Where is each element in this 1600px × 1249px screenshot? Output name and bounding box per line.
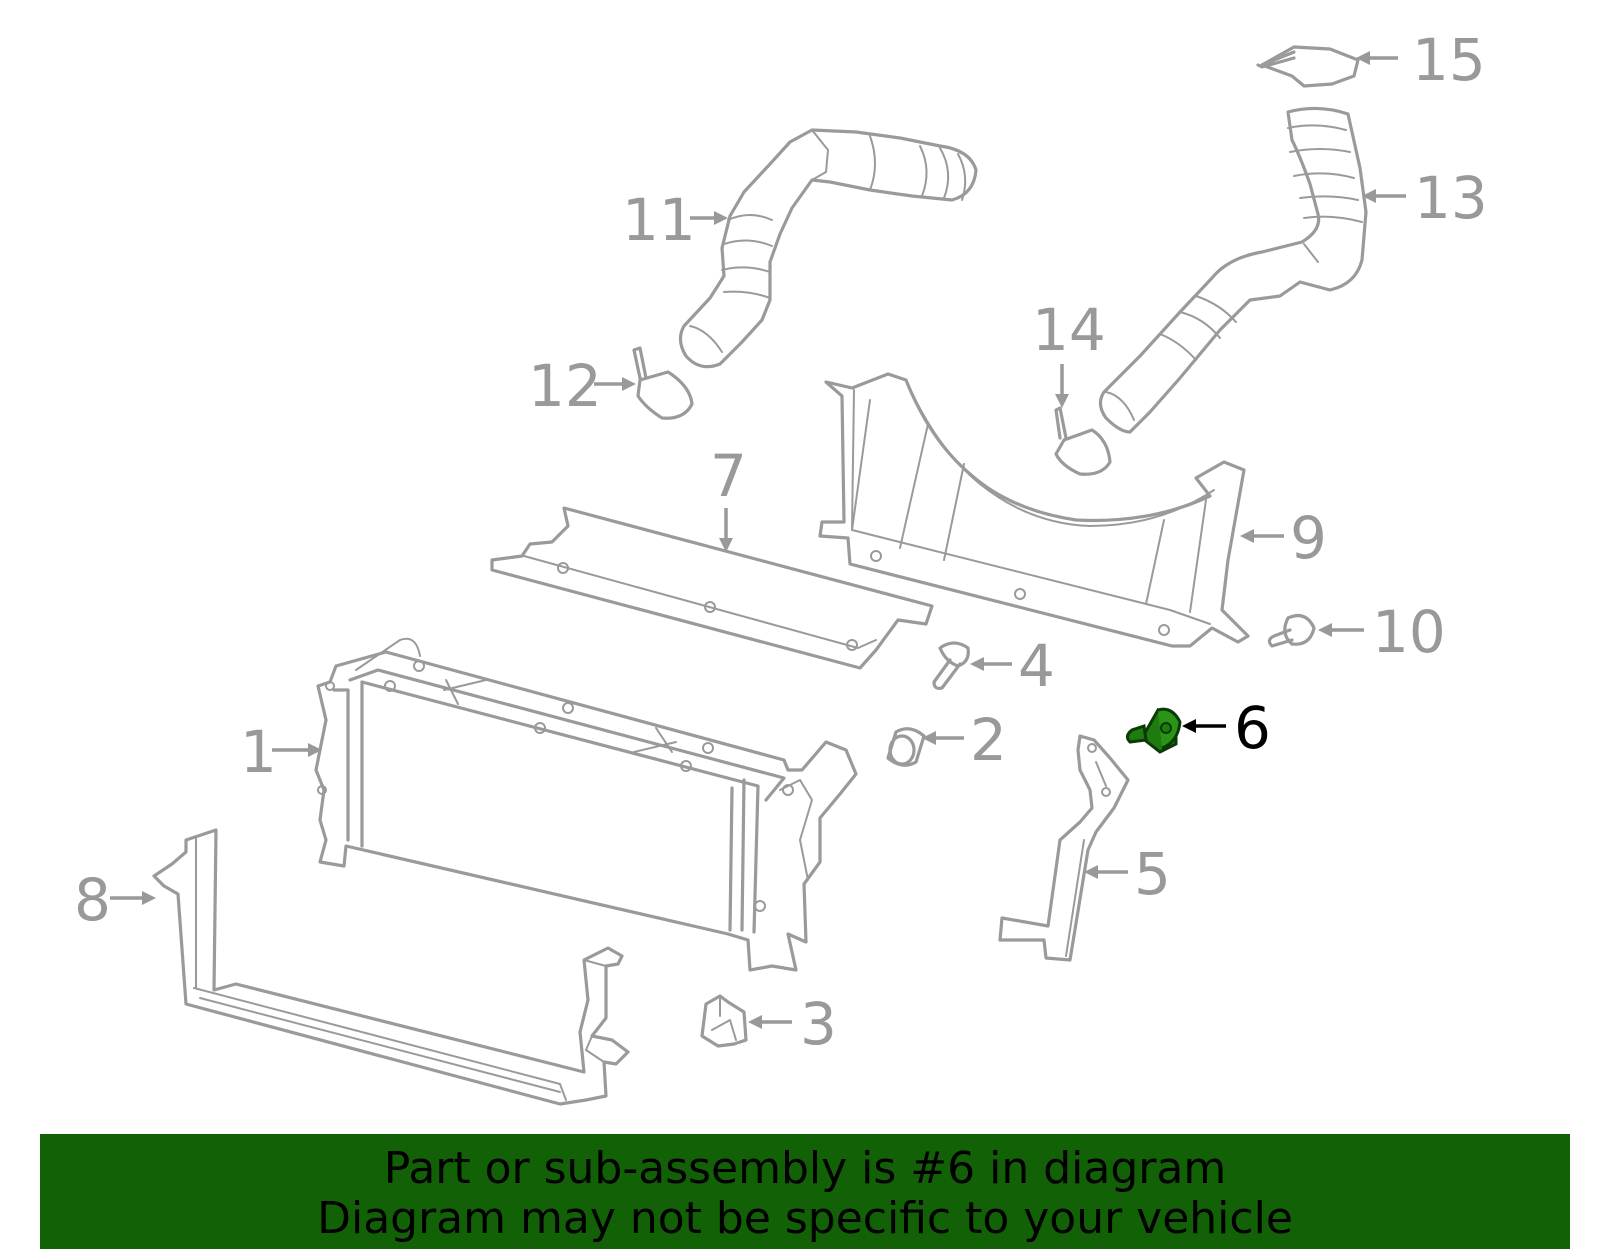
part-15-cap xyxy=(1256,45,1360,88)
callout-6: 6 xyxy=(1234,694,1271,762)
part-5-bracket xyxy=(998,734,1130,962)
callout-2: 2 xyxy=(970,706,1007,774)
callout-10: 10 xyxy=(1372,598,1446,666)
callout-5: 5 xyxy=(1134,840,1171,908)
part-9-deflector xyxy=(818,372,1250,648)
part-12-clamp xyxy=(632,346,694,420)
callout-arrows xyxy=(110,51,1406,1029)
callout-13: 13 xyxy=(1414,164,1488,232)
part-3-clip xyxy=(700,994,748,1048)
callout-1: 1 xyxy=(240,718,277,786)
callout-11: 11 xyxy=(622,186,696,254)
part-11-hose xyxy=(678,128,978,369)
callout-labels: 15 13 11 12 14 7 9 10 4 2 6 1 5 8 3 xyxy=(74,26,1488,1058)
part-6-bolt[interactable] xyxy=(1125,707,1182,754)
part-10-pin xyxy=(1267,614,1316,648)
callout-12: 12 xyxy=(528,352,602,420)
part-1-intercooler xyxy=(314,637,858,972)
callout-14: 14 xyxy=(1032,296,1106,364)
part-4-pin xyxy=(932,641,970,690)
banner-line-2: Diagram may not be specific to your vehi… xyxy=(317,1193,1293,1244)
callout-8: 8 xyxy=(74,866,111,934)
part-2-bushing xyxy=(886,727,926,767)
part-7-baffle xyxy=(490,506,934,670)
part-8-frame xyxy=(152,828,630,1106)
callout-9: 9 xyxy=(1290,504,1327,572)
part-13-hose xyxy=(1098,106,1368,434)
callout-7: 7 xyxy=(710,442,747,510)
callout-4: 4 xyxy=(1018,632,1055,700)
info-banner: Part or sub-assembly is #6 in diagram Di… xyxy=(40,1134,1570,1249)
callout-15: 15 xyxy=(1412,26,1486,94)
callout-3: 3 xyxy=(800,990,837,1058)
part-14-clamp xyxy=(1054,406,1112,476)
banner-line-1: Part or sub-assembly is #6 in diagram xyxy=(383,1143,1227,1194)
